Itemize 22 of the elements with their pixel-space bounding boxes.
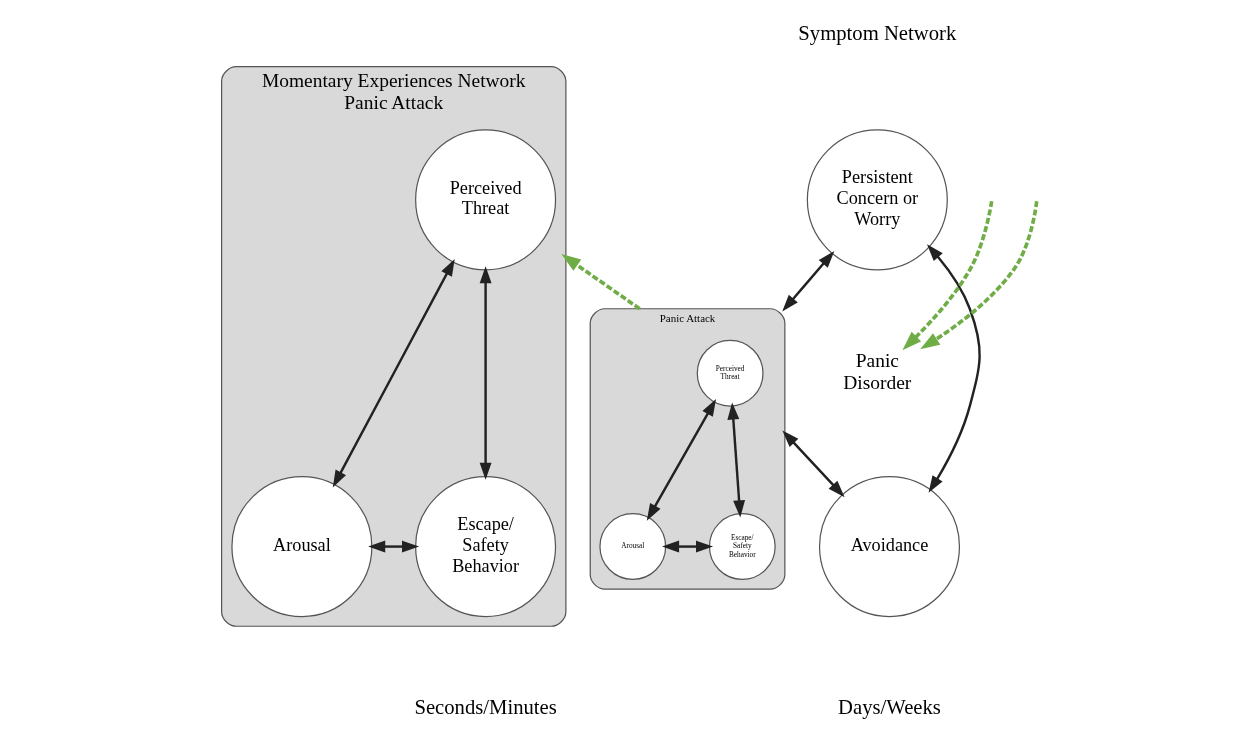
arrow <box>332 259 455 488</box>
arrow <box>781 430 845 498</box>
node-circle: Escape/ Safety Behavior <box>414 476 556 618</box>
label: Seconds/Minutes <box>413 695 557 718</box>
node-circle: Escape/ Safety Behavior <box>708 513 776 581</box>
node-circle: Arousal <box>598 513 666 581</box>
arrow <box>560 254 641 311</box>
arrow <box>726 402 745 518</box>
arrow <box>781 250 834 312</box>
arrow <box>919 200 1038 350</box>
label: Symptom Network <box>797 22 956 44</box>
arrow <box>646 399 716 521</box>
label: Days/Weeks <box>837 695 941 718</box>
arrow <box>661 540 713 553</box>
node-circle: Arousal <box>230 476 372 618</box>
node-circle: Perceived Threat <box>414 129 556 271</box>
arrow <box>479 266 492 480</box>
arrow <box>901 200 993 351</box>
arrow <box>926 244 981 493</box>
node-text: Panic Disorder <box>842 349 911 393</box>
node-circle: Perceived Threat <box>696 339 764 407</box>
arrow <box>367 540 419 553</box>
